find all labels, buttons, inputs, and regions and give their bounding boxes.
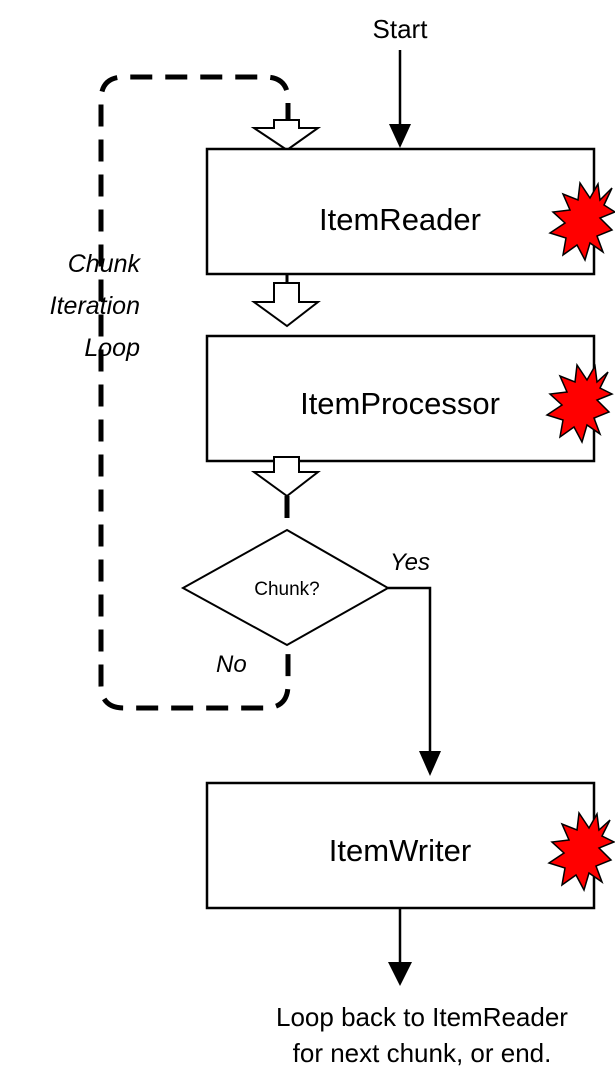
end-label-line-2: for next chunk, or end. xyxy=(293,1038,552,1068)
yes-arrowhead xyxy=(419,751,441,776)
yes-label: Yes xyxy=(390,549,430,576)
start-arrowhead xyxy=(389,124,411,148)
loop-hollow-arrow xyxy=(250,119,322,152)
chunk-iteration-loop-line xyxy=(98,74,291,711)
reader-processor-hollow-arrow xyxy=(250,282,321,328)
item-reader-error-starburst-icon xyxy=(548,180,615,262)
item-processor-error-starburst-icon xyxy=(545,362,614,444)
loop-label-line-2: Iteration xyxy=(50,292,140,320)
chunk-iteration-loop-label: Chunk Iteration Loop xyxy=(50,250,142,362)
start-label: Start xyxy=(373,14,429,44)
item-writer-label: ItemWriter xyxy=(329,833,471,868)
item-reader-label: ItemReader xyxy=(319,202,481,237)
item-reader-box xyxy=(205,147,596,276)
processor-decision-hollow-arrow xyxy=(250,456,321,498)
chunk-decision-diamond xyxy=(180,528,391,647)
chunk-decision-label: Chunk? xyxy=(254,579,320,600)
loop-label-line-1: Chunk xyxy=(68,250,142,278)
loop-label-line-3: Loop xyxy=(84,334,140,362)
end-label-line-1: Loop back to ItemReader xyxy=(276,1002,568,1032)
item-processor-label: ItemProcessor xyxy=(300,386,500,421)
item-processor-box xyxy=(205,334,596,463)
no-label: No xyxy=(216,651,247,678)
yes-connector xyxy=(388,586,432,755)
item-writer-error-starburst-icon xyxy=(547,810,615,892)
end-arrowhead xyxy=(388,962,412,986)
